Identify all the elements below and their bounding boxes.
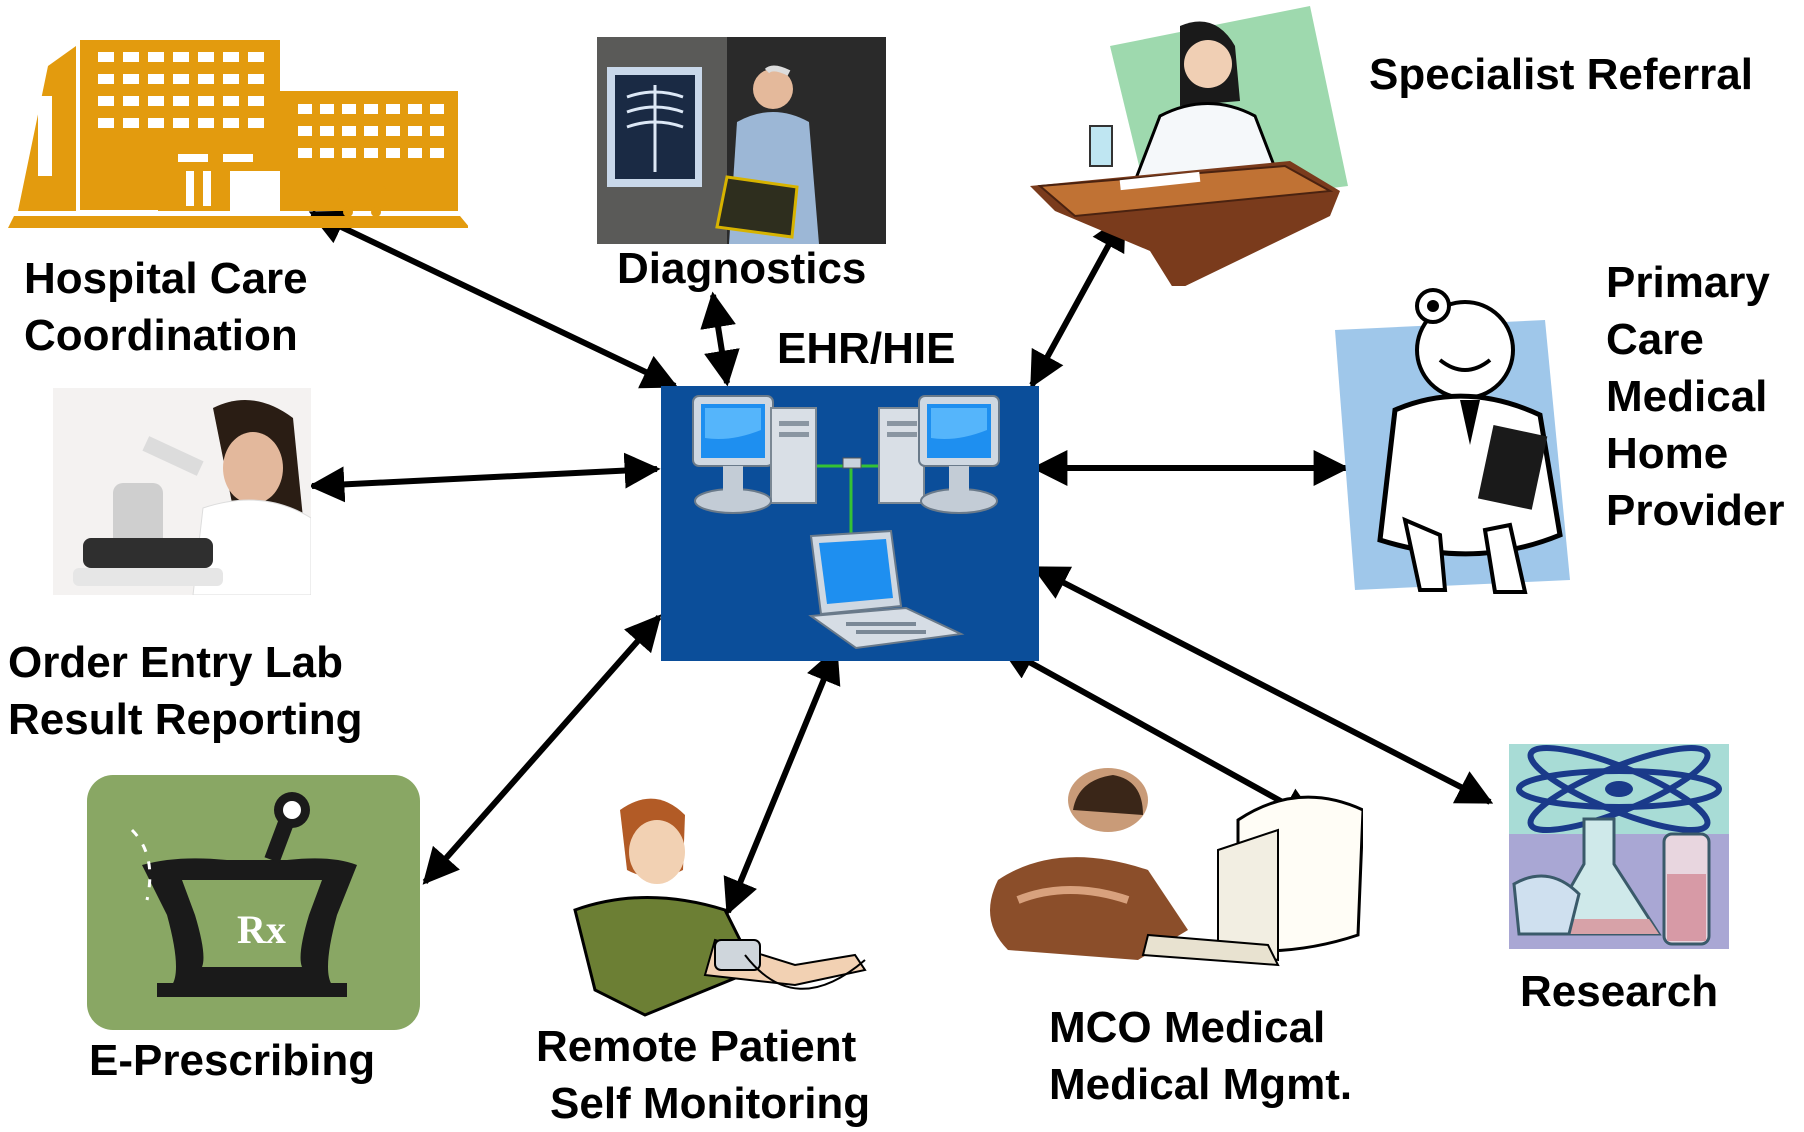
diagnostics-label: Diagnostics bbox=[617, 244, 867, 293]
arrow-specialist bbox=[1029, 213, 1127, 389]
lab-microscope-photo-icon bbox=[53, 388, 311, 595]
primary-care-label-line4: Home bbox=[1606, 429, 1729, 478]
primary-care-label-line1: Primary bbox=[1606, 258, 1770, 307]
arrow-research bbox=[1031, 565, 1494, 805]
mco-label-line1: MCO Medical bbox=[1049, 1003, 1326, 1052]
primary-care-label-line2: Care bbox=[1606, 315, 1704, 364]
arrow-remote bbox=[723, 646, 841, 916]
mco-label-line2: Medical Mgmt. bbox=[1049, 1060, 1353, 1109]
rx-symbol: Rx bbox=[237, 907, 286, 952]
desktop-computer-icon bbox=[692, 395, 817, 514]
primary-care-label-line5: Provider bbox=[1606, 486, 1785, 535]
eprescribing-label: E-Prescribing bbox=[89, 1036, 376, 1085]
hospital-building-icon bbox=[8, 40, 468, 228]
remote-label-line2: Self Monitoring bbox=[550, 1079, 871, 1128]
hospital-label-line2: Coordination bbox=[24, 311, 298, 360]
arrow-eprescribing bbox=[422, 614, 662, 885]
diagnostics-xray-photo-icon bbox=[597, 37, 886, 244]
remote-patient-bp-monitor-icon bbox=[573, 798, 867, 1017]
primary-care-label-line3: Medical bbox=[1606, 372, 1768, 421]
mco-manager-computer-icon bbox=[990, 768, 1363, 967]
research-beakers-atom-icon bbox=[1509, 744, 1729, 949]
specialist-doctor-icon bbox=[1030, 6, 1348, 286]
laptop-icon bbox=[808, 529, 965, 650]
ehr-hie-hub bbox=[661, 386, 1039, 661]
specialist-label: Specialist Referral bbox=[1369, 50, 1753, 99]
lab-label-line2: Result Reporting bbox=[8, 695, 363, 744]
arrow-lab bbox=[308, 452, 661, 503]
remote-label-line1: Remote Patient bbox=[536, 1022, 857, 1071]
arrow-diagnostics bbox=[700, 291, 740, 387]
research-label: Research bbox=[1520, 967, 1719, 1016]
lab-label-line1: Order Entry Lab bbox=[8, 638, 343, 687]
primary-care-doctor-icon bbox=[1335, 288, 1570, 594]
arrow-hospital bbox=[308, 210, 679, 389]
rx-mortar-pestle-icon: Rx bbox=[87, 775, 420, 1030]
hub-title: EHR/HIE bbox=[777, 324, 956, 373]
hospital-label-line1: Hospital Care bbox=[24, 254, 308, 303]
network-computers-icon bbox=[692, 395, 1000, 650]
desktop-computer-icon bbox=[878, 395, 1000, 514]
